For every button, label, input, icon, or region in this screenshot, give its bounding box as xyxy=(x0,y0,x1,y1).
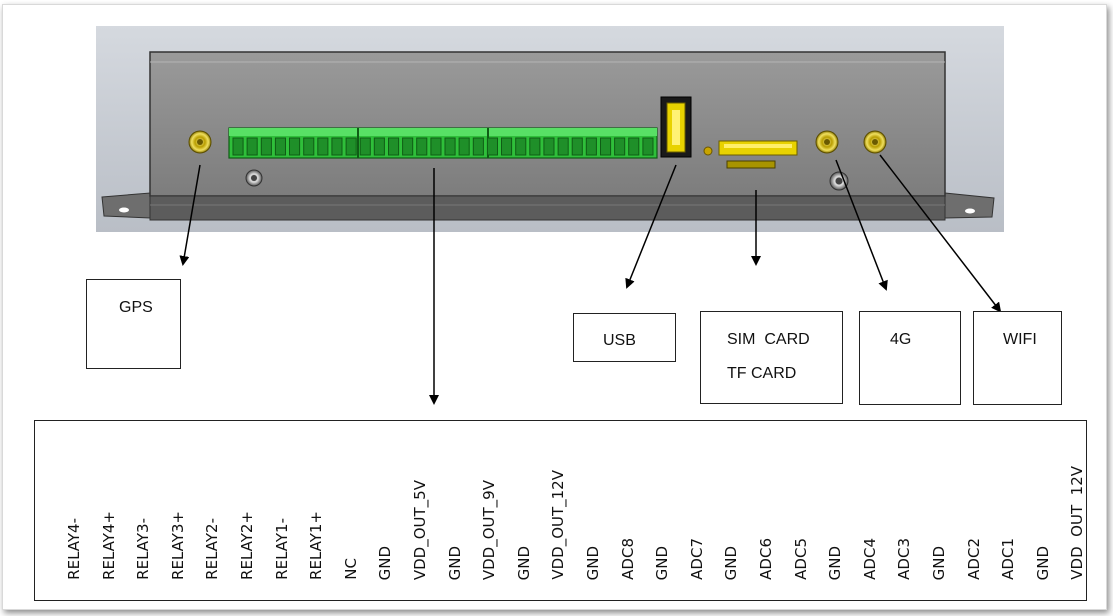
pin-label: GND xyxy=(1033,545,1052,580)
terminal-slot xyxy=(260,137,272,156)
pin-label: ADC8 xyxy=(618,538,637,580)
pin-label: RELAY2+ xyxy=(238,511,256,580)
pin-label: ADC4 xyxy=(860,538,879,580)
terminal-slot xyxy=(543,137,555,156)
terminal-slot xyxy=(274,137,286,156)
pin-label: ADC6 xyxy=(757,538,775,580)
pin-label: RELAY1- xyxy=(272,518,291,580)
pin-label: RELAY4- xyxy=(65,518,83,580)
terminal-slot xyxy=(388,137,400,156)
gps-box: GPS xyxy=(86,279,181,369)
terminal-slot xyxy=(557,137,569,156)
pin-label: GND xyxy=(722,545,741,580)
pin-label: GND xyxy=(930,545,948,580)
terminal-slot xyxy=(430,137,442,156)
terminal-slot xyxy=(628,137,640,156)
status-led xyxy=(703,146,713,156)
callout-arrows xyxy=(179,154,1002,405)
terminal-slot xyxy=(444,137,456,156)
terminal-slot xyxy=(402,137,414,156)
sim-card-label: SIM CARD xyxy=(727,331,810,348)
pin-label: ADC7 xyxy=(687,538,706,580)
flange-hole-left xyxy=(119,207,129,213)
terminal-slot xyxy=(642,137,654,156)
pin-label: GND xyxy=(584,545,602,580)
sim-tf-box: SIM CARD TF CARD xyxy=(700,311,843,404)
pinout-box: RELAY4- RELAY4+ RELAY3- RELAY3+ RELAY2- RELAY… xyxy=(34,420,1087,601)
pin-label: GND xyxy=(514,545,533,580)
terminal-slot xyxy=(515,137,527,156)
flange-hole-right xyxy=(965,208,975,214)
wifi-box: WIFI xyxy=(973,311,1062,405)
left-flange xyxy=(101,192,151,219)
terminal-slot xyxy=(289,137,301,156)
usb-box: USB xyxy=(573,313,676,362)
device-body xyxy=(149,51,946,197)
4g-label: 4G xyxy=(890,331,912,348)
terminal-slot xyxy=(317,137,329,156)
gps-label: GPS xyxy=(119,299,153,316)
terminal-slot xyxy=(246,137,258,156)
usb-label: USB xyxy=(603,332,636,349)
terminal-slot xyxy=(614,137,626,156)
4g-arrow xyxy=(835,159,888,291)
gps-arrow xyxy=(179,164,201,266)
usb-arrow xyxy=(625,164,677,289)
pin-label: RELAY4+ xyxy=(99,511,118,580)
pin-label: ADC5 xyxy=(791,538,810,580)
pin-label: ADC1 xyxy=(999,538,1018,580)
pin-label: RELAY3+ xyxy=(168,511,187,580)
terminal-slot xyxy=(472,137,484,156)
terminal-block xyxy=(228,127,658,159)
pin-label: VDD OUT 12V xyxy=(1068,466,1087,580)
pin-label: GND xyxy=(653,545,672,580)
terminal-slot xyxy=(501,137,513,156)
terminal-slot xyxy=(529,137,541,156)
terminal-slot xyxy=(571,137,583,156)
pin-label: VDD_OUT_5V xyxy=(411,479,429,580)
pin-label: GND xyxy=(376,545,395,580)
terminal-slot xyxy=(585,137,597,156)
pin-label: GND xyxy=(445,545,464,580)
wifi-label: WIFI xyxy=(1003,331,1037,348)
tf-card-label: TF CARD xyxy=(727,365,797,382)
terminal-slot xyxy=(331,137,343,156)
terminal-slot xyxy=(345,137,357,156)
pin-label: RELAY2- xyxy=(203,518,222,580)
terminal-slot xyxy=(303,137,315,156)
terminal-slot xyxy=(458,137,470,156)
pin-label: VDD_OUT_12V xyxy=(549,470,568,580)
pin-label: ADC2 xyxy=(964,538,983,580)
wifi-arrow xyxy=(879,154,1002,313)
pin-label: NC xyxy=(341,558,360,580)
terminal-slot xyxy=(232,137,244,156)
terminal-slot xyxy=(600,137,612,156)
terminal-slot xyxy=(373,137,385,156)
pin-label: RELAY1+ xyxy=(307,511,326,580)
terminal-slot xyxy=(359,137,371,156)
tf-card-slot xyxy=(726,160,776,169)
pin-label: RELAY3- xyxy=(134,518,153,580)
terminal-slot xyxy=(416,137,428,156)
pin-label: GND xyxy=(826,545,845,580)
pin-label: VDD_OUT_9V xyxy=(480,479,499,580)
right-flange xyxy=(944,192,995,219)
pin-label: ADC3 xyxy=(895,538,914,580)
terminal-slot xyxy=(486,137,498,156)
4g-box: 4G xyxy=(859,311,961,405)
device-base xyxy=(149,195,946,221)
